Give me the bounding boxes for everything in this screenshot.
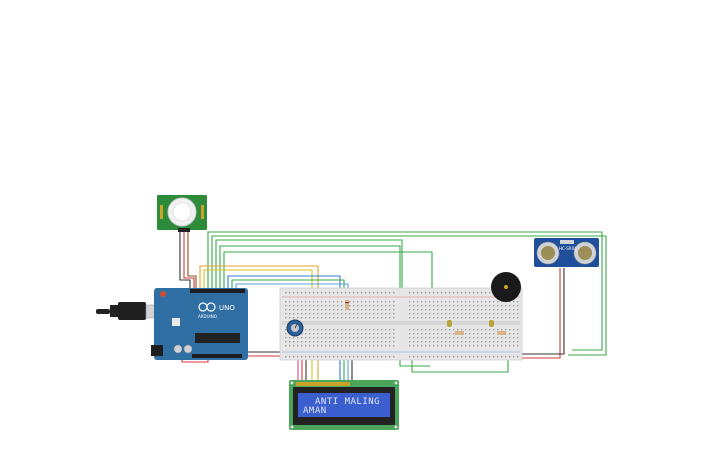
led-2[interactable]: [489, 320, 494, 327]
potentiometer[interactable]: [286, 319, 304, 337]
lcd-display[interactable]: ANTI MALING AMAN: [289, 380, 399, 430]
buzzer[interactable]: [491, 272, 521, 302]
arduino-uno[interactable]: UNO ARDUINO: [151, 288, 248, 360]
resistor-2[interactable]: [455, 331, 464, 335]
lcd-line-2: AMAN: [303, 406, 327, 416]
usb-cable: [96, 302, 161, 320]
breadboard[interactable]: [279, 287, 523, 361]
led-1[interactable]: [447, 320, 452, 327]
resistor-1[interactable]: [345, 300, 349, 310]
wire-green-ultrasonic-2[interactable]: [211, 235, 607, 356]
wire-green-ultrasonic-1[interactable]: [207, 231, 603, 351]
wire-green-led1[interactable]: [219, 245, 430, 367]
board-logo-text: ARDUINO: [198, 314, 217, 319]
wire-black-ultra[interactable]: [515, 268, 565, 355]
wire-pir-brown[interactable]: [187, 232, 197, 292]
arduino-logo-icon: [198, 302, 216, 312]
wire-green-led2[interactable]: [223, 251, 433, 305]
lcd-line-1: ANTI MALING: [315, 397, 380, 407]
pir-sensor[interactable]: [157, 195, 207, 232]
resistor-3[interactable]: [497, 331, 506, 335]
wire-pir-black[interactable]: [179, 232, 191, 292]
board-brand-label: UNO: [219, 304, 235, 312]
ultrasonic-label: HC-SR04: [559, 246, 577, 251]
wire-red-ultra[interactable]: [515, 268, 561, 359]
wire-pir-red[interactable]: [183, 232, 195, 292]
ultrasonic-sensor[interactable]: HC-SR04: [534, 238, 599, 267]
